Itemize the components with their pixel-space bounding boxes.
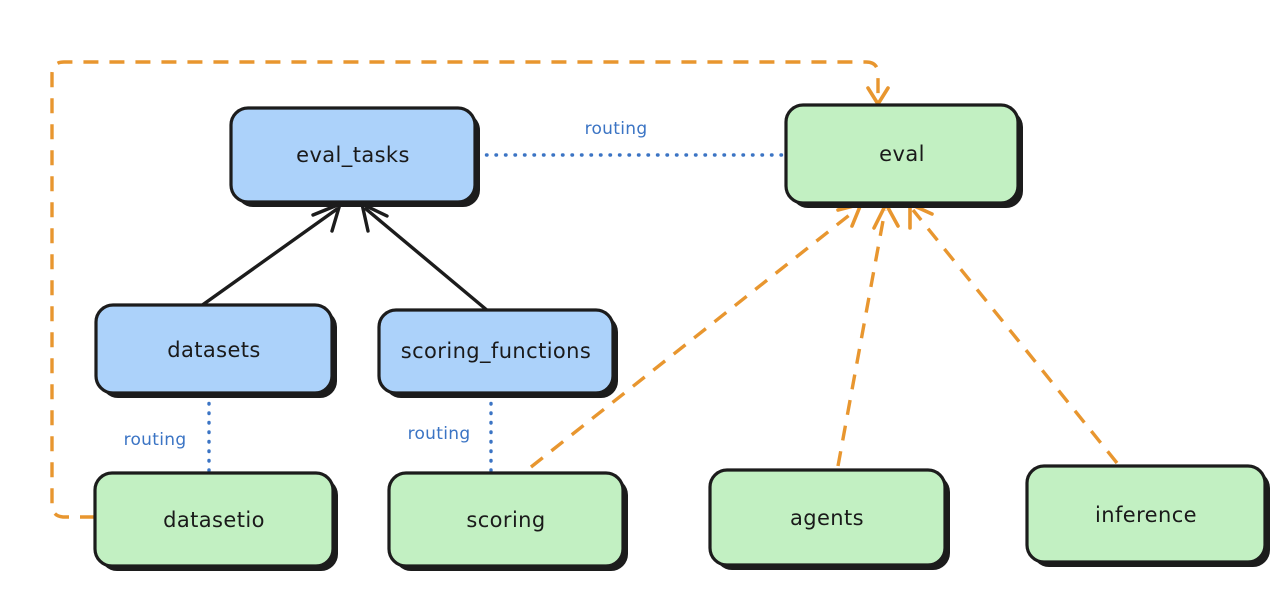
node-eval[interactable]: eval: [784, 103, 1023, 208]
node-datasetio-label: datasetio: [163, 508, 265, 532]
node-scoring_functions-label: scoring_functions: [401, 339, 591, 364]
node-scoring-box[interactable]: [387, 471, 625, 568]
node-datasets-box[interactable]: [94, 303, 334, 395]
edge-agents-to-eval: [836, 209, 887, 467]
node-scoring-label: scoring: [466, 508, 545, 532]
node-agents-box[interactable]: [708, 468, 947, 567]
node-eval-label: eval: [879, 142, 925, 166]
node-agents-label: agents: [790, 506, 864, 530]
edge-datasetio-to-eval: [50, 60, 880, 519]
edge-scoring_functions-to-eval_tasks: [364, 207, 490, 313]
edge-label-routing-eval-tasks: routing: [585, 119, 648, 139]
node-datasetio-box[interactable]: [93, 471, 335, 568]
edge-inference-to-eval: [911, 208, 1119, 465]
node-scoring_functions[interactable]: scoring_functions: [377, 308, 618, 398]
node-inference-box[interactable]: [1025, 464, 1267, 564]
edge-scoring-to-eval: [529, 207, 859, 469]
node-datasetio[interactable]: datasetio: [93, 471, 338, 571]
edge-label-routing-scoring-functions: routing: [408, 424, 471, 444]
edge-label-routing-datasets: routing: [124, 430, 187, 450]
edge-group-dotted: [207, 153, 786, 473]
node-eval_tasks-box[interactable]: [229, 106, 477, 204]
edge-label-group: routing routing routing: [124, 119, 648, 450]
node-scoring_functions-box[interactable]: [377, 308, 615, 395]
node-eval_tasks-label: eval_tasks: [296, 143, 410, 168]
node-inference[interactable]: inference: [1025, 464, 1270, 567]
edge-group-solid: [199, 202, 490, 313]
edge-group-dashed: [50, 60, 1119, 519]
node-agents[interactable]: agents: [708, 468, 950, 570]
node-eval-box[interactable]: [784, 103, 1020, 205]
node-datasets-label: datasets: [167, 338, 261, 362]
node-datasets[interactable]: datasets: [94, 303, 337, 398]
node-eval_tasks[interactable]: eval_tasks: [229, 106, 480, 207]
edge-datasets-to-eval_tasks: [199, 207, 339, 308]
node-scoring[interactable]: scoring: [387, 471, 628, 571]
node-inference-label: inference: [1095, 503, 1197, 527]
